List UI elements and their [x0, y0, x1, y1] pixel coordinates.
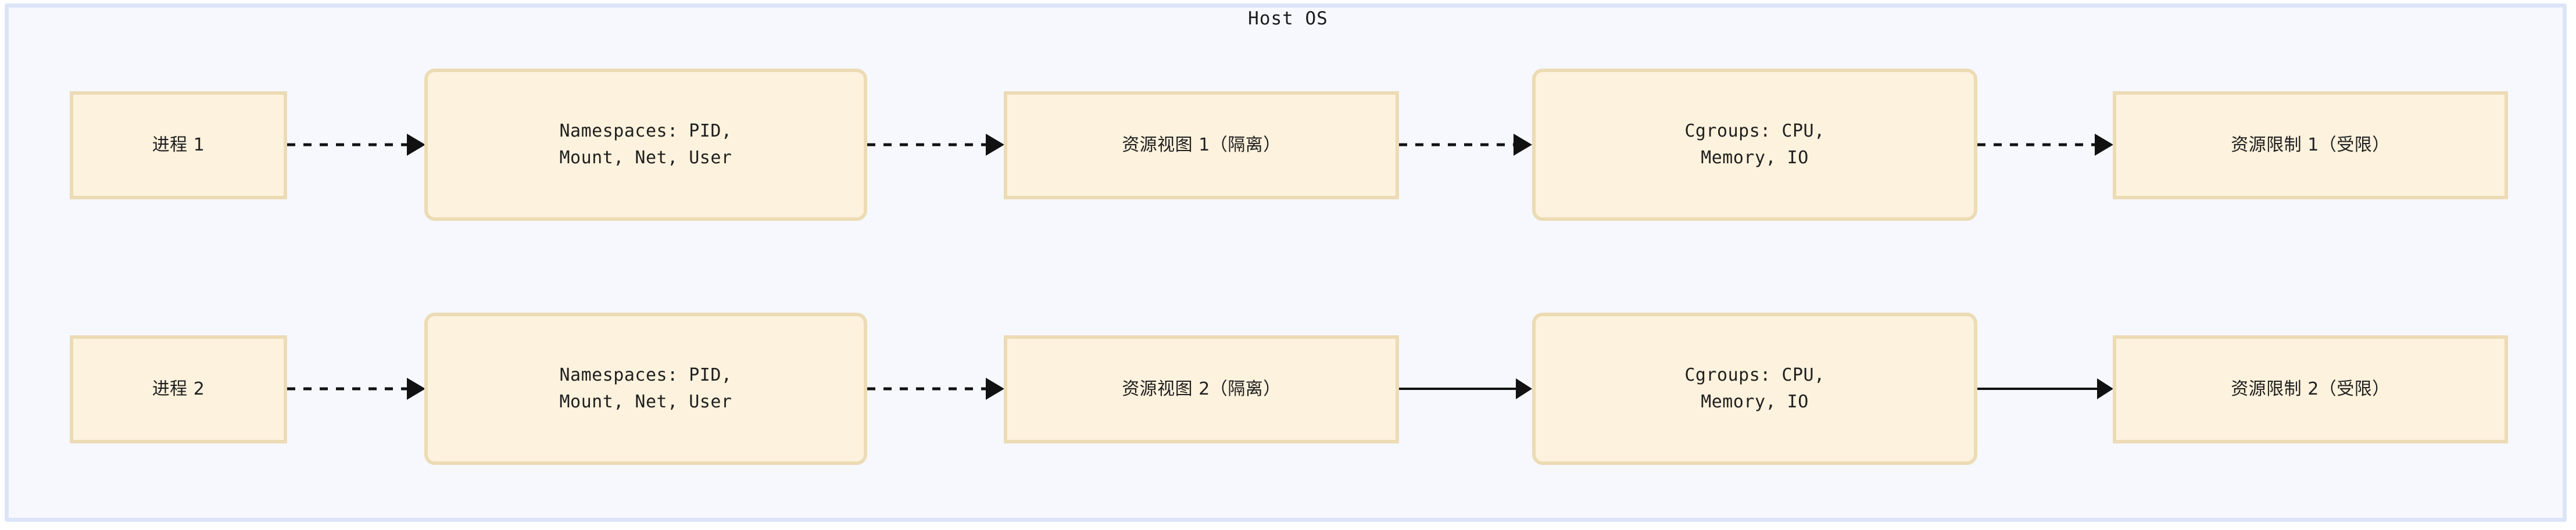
node-process-1-label: 进程 1 — [152, 134, 205, 155]
node-process-1[interactable]: 进程 1 — [70, 91, 287, 199]
node-process-2-label: 进程 2 — [152, 378, 205, 399]
node-resource-limit-1[interactable]: 资源限制 1（受限） — [2113, 91, 2508, 199]
node-resource-view-1-label: 资源视图 1（隔离） — [1122, 134, 1281, 155]
node-namespaces-2[interactable]: Namespaces: PID, Mount, Net, User — [424, 313, 867, 465]
node-resource-view-1[interactable]: 资源视图 1（隔离） — [1004, 91, 1399, 199]
host-os-container — [5, 3, 2567, 522]
node-cgroups-2[interactable]: Cgroups: CPU, Memory, IO — [1532, 313, 1977, 465]
node-resource-limit-2[interactable]: 资源限制 2（受限） — [2113, 335, 2508, 443]
host-os-title: Host OS — [1248, 8, 1328, 29]
node-resource-limit-2-label: 资源限制 2（受限） — [2231, 378, 2390, 399]
node-resource-limit-1-label: 资源限制 1（受限） — [2231, 134, 2390, 155]
node-cgroups-1[interactable]: Cgroups: CPU, Memory, IO — [1532, 69, 1977, 221]
node-cgroups-1-label: Cgroups: CPU, Memory, IO — [1684, 120, 1825, 169]
node-resource-view-2[interactable]: 资源视图 2（隔离） — [1004, 335, 1399, 443]
node-namespaces-1[interactable]: Namespaces: PID, Mount, Net, User — [424, 69, 867, 221]
node-namespaces-2-label: Namespaces: PID, Mount, Net, User — [559, 364, 732, 413]
node-cgroups-2-label: Cgroups: CPU, Memory, IO — [1684, 364, 1825, 413]
node-process-2[interactable]: 进程 2 — [70, 335, 287, 443]
node-resource-view-2-label: 资源视图 2（隔离） — [1122, 378, 1281, 399]
node-namespaces-1-label: Namespaces: PID, Mount, Net, User — [559, 120, 732, 169]
